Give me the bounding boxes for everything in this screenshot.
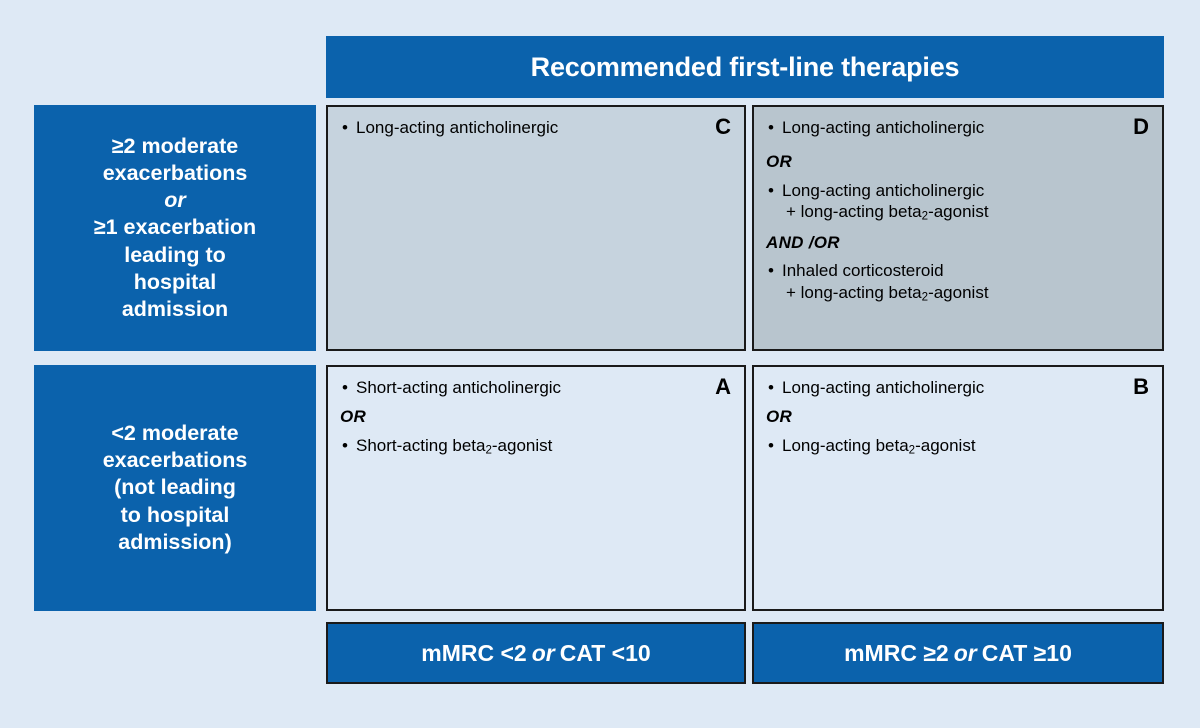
cell-letter-c: C [715, 114, 731, 139]
therapy-item: • Long-acting anticholinergic [764, 377, 1148, 399]
therapy-item: • Long-acting anticholinergic [764, 180, 1148, 202]
spacer [764, 253, 1148, 260]
row-label-high-risk: ≥2 moderate exacerbations or ≥1 exacerba… [34, 105, 316, 351]
therapy-item: • Long-acting beta2-agonist [764, 435, 1148, 458]
bullet-icon: • [342, 435, 348, 455]
therapy-item: • Long-acting anticholinergic [338, 117, 730, 139]
spacer [764, 139, 1148, 151]
recommended-therapies-header: Recommended first-line therapies [326, 36, 1164, 98]
cell-letter-d: D [1133, 114, 1149, 139]
conjunction-or: OR [340, 406, 367, 426]
row-label-line: exacerbations [102, 161, 248, 186]
row-label-line: to hospital [120, 502, 230, 527]
footer-right-pre: mMRC ≥2 [844, 639, 949, 666]
spacer [764, 225, 1148, 232]
therapy-text: Inhaled corticosteroid [782, 261, 944, 281]
footer-right-post: CAT ≥10 [981, 639, 1072, 666]
bullet-icon: • [768, 435, 774, 455]
therapy-continuation: + long-acting beta2-agonist [786, 202, 989, 223]
bullet-icon: • [768, 180, 774, 200]
spacer [338, 428, 730, 435]
row-label-low-risk: <2 moderate exacerbations (not leading t… [34, 365, 316, 611]
therapy-item: • Short-acting anticholinergic [338, 377, 730, 399]
therapy-text: Short-acting anticholinergic [356, 378, 562, 397]
therapy-text: Short-acting beta2-agonist [356, 435, 553, 457]
cell-letter-a: A [715, 374, 731, 399]
row-label-line: leading to [124, 242, 226, 267]
therapy-text: Long-acting beta2-agonist [782, 435, 976, 457]
footer-left-post: CAT <10 [559, 639, 651, 666]
therapy-item: • Short-acting beta2-agonist [338, 435, 730, 458]
spacer [764, 428, 1148, 435]
row-label-conjunction: or [164, 188, 186, 213]
spacer [764, 399, 1148, 406]
bullet-icon: • [768, 118, 774, 137]
row-label-line: ≥2 moderate [111, 134, 239, 159]
footer-right-conj: or [953, 639, 977, 666]
bullet-icon: • [342, 118, 348, 137]
therapy-item: • Long-acting anticholinergic [764, 117, 1148, 139]
cell-c-content: • Long-acting anticholinergic [338, 117, 730, 139]
row-label-line: admission) [118, 529, 232, 554]
row-label-line: (not leading [114, 475, 236, 500]
row-label-line: ≥1 exacerbation [93, 215, 257, 240]
row-label-line: <2 moderate [111, 421, 239, 446]
conjunction-or: OR [766, 151, 793, 171]
therapy-text: Long-acting anticholinergic [782, 118, 985, 137]
bullet-icon: • [768, 261, 774, 281]
conjunction-or: OR [766, 406, 793, 426]
matrix-cell-a: A • Short-acting anticholinergic OR • Shor… [326, 365, 746, 611]
bullet-icon: • [342, 378, 348, 397]
therapy-text: Long-acting anticholinergic [356, 118, 559, 137]
conjunction-and-or: AND /OR [766, 232, 840, 252]
therapy-item: • Inhaled corticosteroid [764, 260, 1148, 282]
matrix-cell-b: B • Long-acting anticholinergic OR • Long-… [752, 365, 1164, 611]
therapy-continuation: + long-acting beta2-agonist [786, 283, 989, 304]
row-label-line: hospital [133, 269, 217, 294]
header-title: Recommended first-line therapies [530, 51, 960, 82]
spacer [764, 173, 1148, 180]
footer-left-pre: mMRC <2 [421, 639, 527, 666]
therapy-text: Long-acting anticholinergic [782, 180, 985, 200]
row-label-line: admission [121, 296, 229, 321]
cell-letter-b: B [1133, 374, 1149, 399]
cell-a-content: • Short-acting anticholinergic OR • Short-… [338, 377, 730, 458]
bullet-icon: • [768, 378, 774, 397]
cell-d-content: • Long-acting anticholinergic OR • Long-ac… [764, 117, 1148, 305]
matrix-cell-c: C • Long-acting anticholinergic [326, 105, 746, 351]
row-label-line: exacerbations [102, 448, 248, 473]
footer-symptom-low: mMRC <2 or CAT <10 [326, 622, 746, 684]
therapy-text: Long-acting anticholinergic [782, 378, 985, 397]
cell-b-content: • Long-acting anticholinergic OR • Long-ac… [764, 377, 1148, 458]
footer-symptom-high: mMRC ≥2 or CAT ≥10 [752, 622, 1164, 684]
matrix-cell-d: D • Long-acting anticholinergic OR • Long-… [752, 105, 1164, 351]
footer-left-conj: or [531, 639, 555, 666]
spacer [338, 399, 730, 406]
